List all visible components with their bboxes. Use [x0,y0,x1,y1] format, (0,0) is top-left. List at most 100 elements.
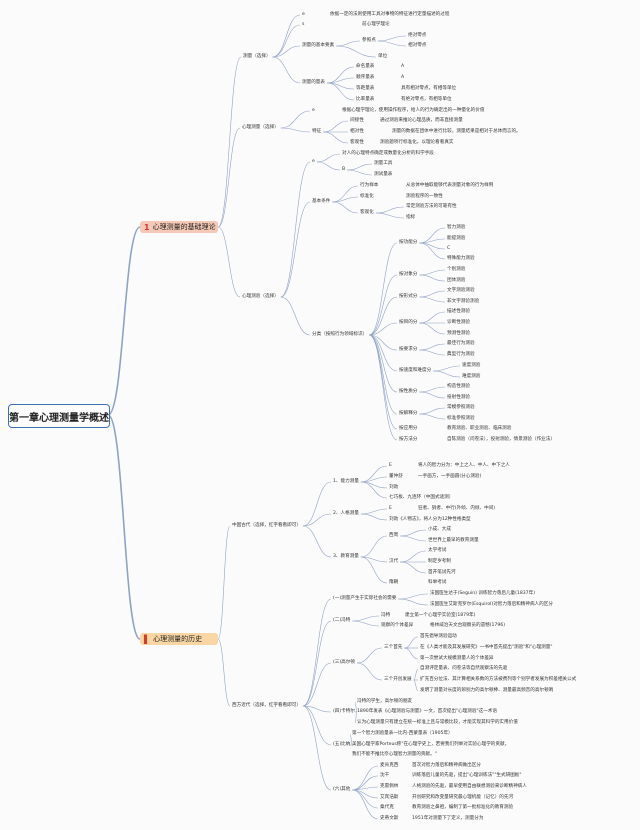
node-n12[interactable]: 命名量表 [356,64,375,69]
node-n14[interactable]: 顺序量表 [356,75,375,80]
node-n31[interactable]: e [312,159,315,164]
node-n16[interactable]: 等距量表 [356,86,375,91]
node-n84[interactable]: 2、人格测量 [333,511,359,516]
node-n95[interactable]: 首开笔试先河 [428,570,456,575]
node-n104[interactable]: 建立第一个心理学实验室(1879年) [405,613,476,618]
node-n91[interactable]: 世世界上最早的教育测量 [428,538,479,543]
node-n21[interactable]: e [312,108,315,113]
node-n105[interactable]: 观察的个体差异 [381,623,414,628]
node-n30[interactable]: 心理测验（选择） [242,294,279,299]
node-n35[interactable]: 测试量表 [374,172,393,177]
node-n26[interactable]: 相对性 [350,129,364,134]
node-n123[interactable]: 我们不能不推比奈心理智力测量的贡献。" [352,752,437,757]
node-n102[interactable]: (二)冯特 [333,618,351,623]
node-n38[interactable]: 从总体中抽取能够代表测量对象的行为样例 [406,183,494,188]
node-n80[interactable]: 董仲舒 [389,474,403,479]
node-n109[interactable]: 首先倡导测验运动 [420,634,457,639]
node-n19[interactable]: 有绝对零点，有相等单位 [401,97,452,102]
node-n100[interactable]: 法国医生达于(Seguin) 训练智力落后儿童(1837年) [430,591,535,596]
node-n129[interactable]: 克雷佩林 [380,784,399,789]
node-n24[interactable]: 间接性 [350,118,364,123]
root-topic[interactable]: 第一章心理测量学概述 [8,404,110,428]
node-n113[interactable]: 自测评定量表、问卷法等自然观察法的先驱 [420,666,508,671]
node-n40[interactable]: 测验程序的一致性 [406,194,443,199]
node-n37[interactable]: 行为样本 [360,183,379,188]
node-n42[interactable]: 常定测验方法的可靠有性 [406,204,457,209]
node-n126[interactable]: 首次对智力落后和精神病做出区分 [412,763,481,768]
node-n58[interactable]: 诊断性测验 [447,320,470,325]
node-n56[interactable]: 按目的分 [399,320,418,325]
node-n78[interactable]: E [389,463,392,468]
node-n36[interactable]: 基本条件 [312,199,331,204]
node-n6[interactable]: 测量的基本要素 [302,43,335,48]
node-n69[interactable]: 按解释分 [399,411,418,416]
node-n76[interactable]: 中国古代（选择，红字看看即可） [232,523,301,528]
node-n87[interactable]: 刘劭《人物志》，将人分为12种性格类型 [389,517,471,522]
node-n128[interactable]: 训练落后儿童的先驱，提出"心理训练法""生式研图板" [412,773,522,778]
node-n81[interactable]: 一手画方，一手画圆(分心测验) [418,474,482,479]
node-n62[interactable]: 典型行为测验 [447,352,475,357]
node-n67[interactable]: 构造性测验 [447,384,470,389]
node-n97[interactable]: 科举考试 [428,580,447,585]
node-n64[interactable]: 速度测验 [462,363,481,368]
node-n17[interactable]: 具有相对零点，有相等单位 [401,86,457,91]
node-n71[interactable]: 标准参照测验 [447,416,475,421]
node-n99[interactable]: (一)测量产生于实际社会的需要 [333,596,397,601]
node-n4[interactable]: s [302,22,305,27]
node-n44[interactable]: 分类（按照行为领域标识） [312,332,368,337]
node-n73[interactable]: 教育测验、职业测验、临床测验 [447,426,512,431]
node-n89[interactable]: 西周 [389,533,399,538]
node-n55[interactable]: 非文字测验测验 [447,299,480,304]
node-n110[interactable]: 在《人类才能及其发展研究》一书中首先提出"测验"和"心理测量" [420,645,553,650]
node-n47[interactable]: 能提测验 [447,236,466,241]
node-n7[interactable]: 参照点 [362,38,376,43]
node-n15[interactable]: A [401,75,405,80]
node-n101[interactable]: 法国医生艾斯克罗尔(Esquirol)对智力落后和精神病人的区分 [430,602,553,607]
node-n13[interactable]: A [401,64,405,69]
node-n122[interactable]: 美国心理学家Porteus称"在心理学史上，若要我们列举对实验心理学的贡献， [352,742,510,747]
node-n20[interactable]: 心理测量（选择） [242,125,279,130]
node-n61[interactable]: 最佳行为测验 [447,341,475,346]
node-n66[interactable]: 按性质分 [399,389,418,394]
branch-history[interactable]: ▌ 心理测量的历史 [140,633,218,645]
node-n68[interactable]: 投射性测验 [447,395,470,400]
node-n86[interactable]: 狂者、狷者、中行(外倾、内倾、中间) [418,506,496,511]
node-n52[interactable]: 团体测验 [447,278,466,283]
node-n75[interactable]: 自陈测验（问卷法），投射测验，情景测验（作业法） [447,437,555,442]
node-n135[interactable]: 史蒂文斯 [380,816,399,821]
node-n1[interactable]: 测量（选择） [243,54,271,59]
node-n57[interactable]: 描述性测验 [447,309,470,314]
node-n65[interactable]: 难度测验 [462,374,481,379]
node-n8[interactable]: 绝对零点 [408,33,427,38]
node-n125[interactable]: 麦肯克西 [380,763,399,768]
node-n23[interactable]: 特征 [312,129,322,134]
node-n22[interactable]: 根据心理学理论，使用操作程序，给人的行为确定出的一种量化的价值 [342,108,485,113]
node-n131[interactable]: 艾宾浩斯 [380,795,399,800]
node-n2[interactable]: e [302,12,305,17]
node-n33[interactable]: B [342,167,346,172]
node-n10[interactable]: 单位 [378,54,388,59]
node-n107[interactable]: (三)高尔顿 [333,660,355,665]
node-n120[interactable]: (五)比纳 [333,742,351,747]
node-n115[interactable]: 发明了测量对长度的辨别力的高尔顿棒、测量最高频音的高尔顿哨 [420,688,554,693]
node-n50[interactable]: 按对象分 [399,272,418,277]
node-n94[interactable]: 制定岁考制 [428,559,451,564]
node-n118[interactable]: 1890年发表《心理测验与测量》一文，首次提出"心理测验"这一术语 [357,709,497,714]
node-n45[interactable]: 按功能分 [399,240,418,245]
node-n32[interactable]: 对人的心理特点确定或数量化分析的科学手段 [342,151,434,156]
node-n116[interactable]: (四)卡特尔 [333,709,355,714]
node-n106[interactable]: 格林威治天文台观察员的遗憾(1796) [430,623,505,628]
node-n49[interactable]: 特殊能力测验 [447,256,475,261]
node-n48[interactable]: C [447,246,451,251]
node-n82[interactable]: 刘劭 [389,485,399,490]
node-n46[interactable]: 智力测验 [447,225,466,230]
node-n93[interactable]: 太学考试 [428,548,447,553]
node-n79[interactable]: 将人的智力分为：中上之人、中人、中下之人 [418,463,510,468]
node-n112[interactable]: 三个开创发展 [384,677,412,682]
node-n92[interactable]: 汉代 [389,559,399,564]
node-n124[interactable]: (六)其他 [333,787,351,792]
node-n130[interactable]: 人格测验的先驱，最早使用自由联想测验来诊断精神病人 [412,784,527,789]
node-n18[interactable]: 比率量表 [356,97,375,102]
node-n132[interactable]: 开创研究和改变量研究最心理机能（记忆）的先河 [412,795,514,800]
node-n39[interactable]: 标准化 [360,194,374,199]
